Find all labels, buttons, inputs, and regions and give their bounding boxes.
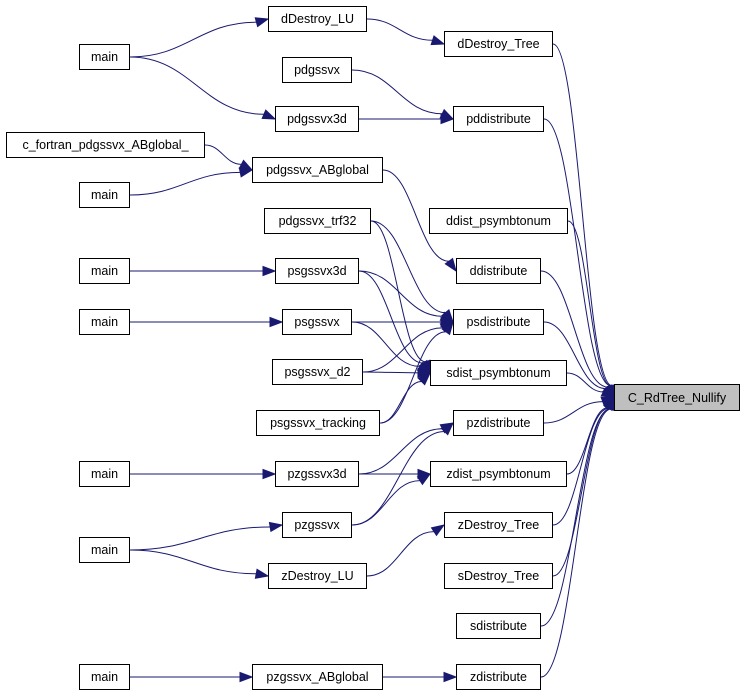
node-pdgssvx-trf32[interactable]: pdgssvx_trf32 — [264, 208, 371, 234]
node-main-6[interactable]: main — [79, 537, 130, 563]
edge-pzgssvx3d-to-pzdistribute — [358, 428, 443, 475]
node-psgssvx3d[interactable]: psgssvx3d — [275, 258, 359, 284]
edge-sdist_psymbtonum-to-C_RdTree_Nullify — [566, 372, 604, 393]
arrowhead-icon — [254, 17, 270, 28]
edge-c_fortran-to-pdgssvx_ABglobal — [204, 144, 242, 165]
node-psgssvx[interactable]: psgssvx — [282, 309, 352, 335]
node-main-3[interactable]: main — [79, 258, 130, 284]
edge-psgssvx_d2-to-sdist_psymbtonum — [362, 371, 419, 374]
edge-pdgssvx_trf32-to-psdistribute — [370, 220, 446, 314]
node-pdgssvx[interactable]: pdgssvx — [282, 57, 352, 83]
arrowhead-icon — [444, 257, 457, 273]
edge-pzgssvx-to-pzdistribute — [351, 431, 445, 526]
node-pzgssvx3d[interactable]: pzgssvx3d — [275, 461, 359, 487]
node-main-4[interactable]: main — [79, 309, 130, 335]
arrowhead-icon — [269, 316, 284, 328]
node-pdgssvx-abglobal[interactable]: pdgssvx_ABglobal — [252, 157, 383, 183]
node-pdgssvx3d[interactable]: pdgssvx3d — [275, 106, 359, 132]
node-main-1[interactable]: main — [79, 44, 130, 70]
edge-zDestroy_Tree-to-C_RdTree_Nullify — [552, 407, 609, 526]
node-ddistribute[interactable]: ddistribute — [456, 258, 541, 284]
node-ddestroy-lu[interactable]: dDestroy_LU — [268, 6, 367, 32]
edge-zdistribute-to-C_RdTree_Nullify — [540, 408, 612, 678]
edge-dDestroy_Tree-to-C_RdTree_Nullify — [552, 43, 613, 387]
arrowhead-icon — [261, 109, 277, 120]
edge-dDestroy_LU-to-dDestroy_Tree — [366, 18, 433, 41]
node-pzdistribute[interactable]: pzdistribute — [453, 410, 544, 436]
edge-psgssvx-to-sdist_psymbtonum — [351, 321, 420, 367]
node-sdestroy-tree[interactable]: sDestroy_Tree — [444, 563, 553, 589]
arrowhead-icon — [443, 671, 458, 683]
node-ddestroy-tree[interactable]: dDestroy_Tree — [444, 31, 553, 57]
node-ddist-psymbtonum[interactable]: ddist_psymbtonum — [429, 208, 568, 234]
edge-pzgssvx-to-zdist_psymbtonum — [351, 480, 420, 526]
node-main-7[interactable]: main — [79, 664, 130, 690]
edge-main1-to-dDestroy_LU — [129, 21, 257, 58]
node-zdistribute[interactable]: zdistribute — [456, 664, 541, 690]
node-psgssvx-tracking[interactable]: psgssvx_tracking — [256, 410, 380, 436]
node-pzgssvx-abglobal[interactable]: pzgssvx_ABglobal — [252, 664, 383, 690]
edge-sDestroy_Tree-to-C_RdTree_Nullify — [552, 408, 611, 577]
node-zdestroy-tree[interactable]: zDestroy_Tree — [444, 512, 553, 538]
arrowhead-icon — [239, 671, 254, 683]
arrowhead-icon — [430, 524, 446, 537]
arrowhead-icon — [440, 113, 455, 125]
arrowhead-icon — [441, 320, 454, 336]
edge-psgssvx_d2-to-psdistribute — [362, 327, 443, 373]
arrowhead-icon — [440, 421, 455, 436]
arrowhead-icon — [268, 521, 284, 533]
arrowhead-icon — [262, 468, 277, 480]
edge-pdgssvx-to-pddistribute — [351, 69, 443, 115]
edge-pddistribute-to-C_RdTree_Nullify — [543, 118, 612, 387]
arrowhead-icon — [430, 35, 446, 46]
arrowhead-icon — [417, 367, 432, 379]
edge-main1-to-pdgssvx3d — [129, 56, 264, 115]
node-c-rdtree-nullify: C_RdTree_Nullify — [614, 384, 740, 411]
node-zdestroy-lu[interactable]: zDestroy_LU — [268, 563, 367, 589]
arrowhead-icon — [238, 167, 254, 178]
edge-sdistribute-to-C_RdTree_Nullify — [540, 408, 611, 627]
node-sdistribute[interactable]: sdistribute — [456, 613, 541, 639]
edge-main2-to-pdgssvx_ABglobal — [129, 171, 241, 196]
edge-psgssvx3d-to-psdistribute — [358, 270, 443, 317]
edge-ddist_psymbtonum-to-C_RdTree_Nullify — [567, 220, 612, 387]
edge-main6-to-zDestroy_LU — [129, 549, 257, 575]
edge-psdistribute-to-C_RdTree_Nullify — [543, 321, 606, 390]
node-psgssvx-d2[interactable]: psgssvx_d2 — [272, 359, 363, 385]
edge-pzdistribute-to-C_RdTree_Nullify — [543, 401, 603, 424]
node-pddistribute[interactable]: pddistribute — [453, 106, 544, 132]
edge-zdist_psymbtonum-to-C_RdTree_Nullify — [566, 407, 608, 475]
node-main-5[interactable]: main — [79, 461, 130, 487]
arrowhead-icon — [254, 568, 270, 579]
edge-pdgssvx_ABglobal-to-ddistribute — [382, 169, 449, 262]
node-sdist-psymbtonum[interactable]: sdist_psymbtonum — [430, 360, 567, 386]
node-psdistribute[interactable]: psdistribute — [453, 309, 544, 335]
edge-psgssvx3d-to-sdist_psymbtonum — [358, 270, 424, 364]
arrowhead-icon — [416, 473, 432, 486]
edge-main6-to-pzgssvx — [129, 526, 271, 551]
node-pzgssvx[interactable]: pzgssvx — [282, 512, 352, 538]
edge-psgssvx_tracking-to-sdist_psymbtonum — [379, 380, 422, 424]
node-zdist-psymbtonum[interactable]: zdist_psymbtonum — [430, 461, 567, 487]
edge-ddistribute-to-C_RdTree_Nullify — [540, 270, 609, 388]
arrowhead-icon — [262, 265, 277, 277]
node-c-fortran-pdgssvx-abglobal[interactable]: c_fortran_pdgssvx_ABglobal_ — [6, 132, 205, 158]
arrowhead-icon — [600, 387, 616, 399]
arrowhead-icon — [417, 371, 432, 386]
edge-zDestroy_LU-to-zDestroy_Tree — [366, 531, 434, 577]
node-main-2[interactable]: main — [79, 182, 130, 208]
